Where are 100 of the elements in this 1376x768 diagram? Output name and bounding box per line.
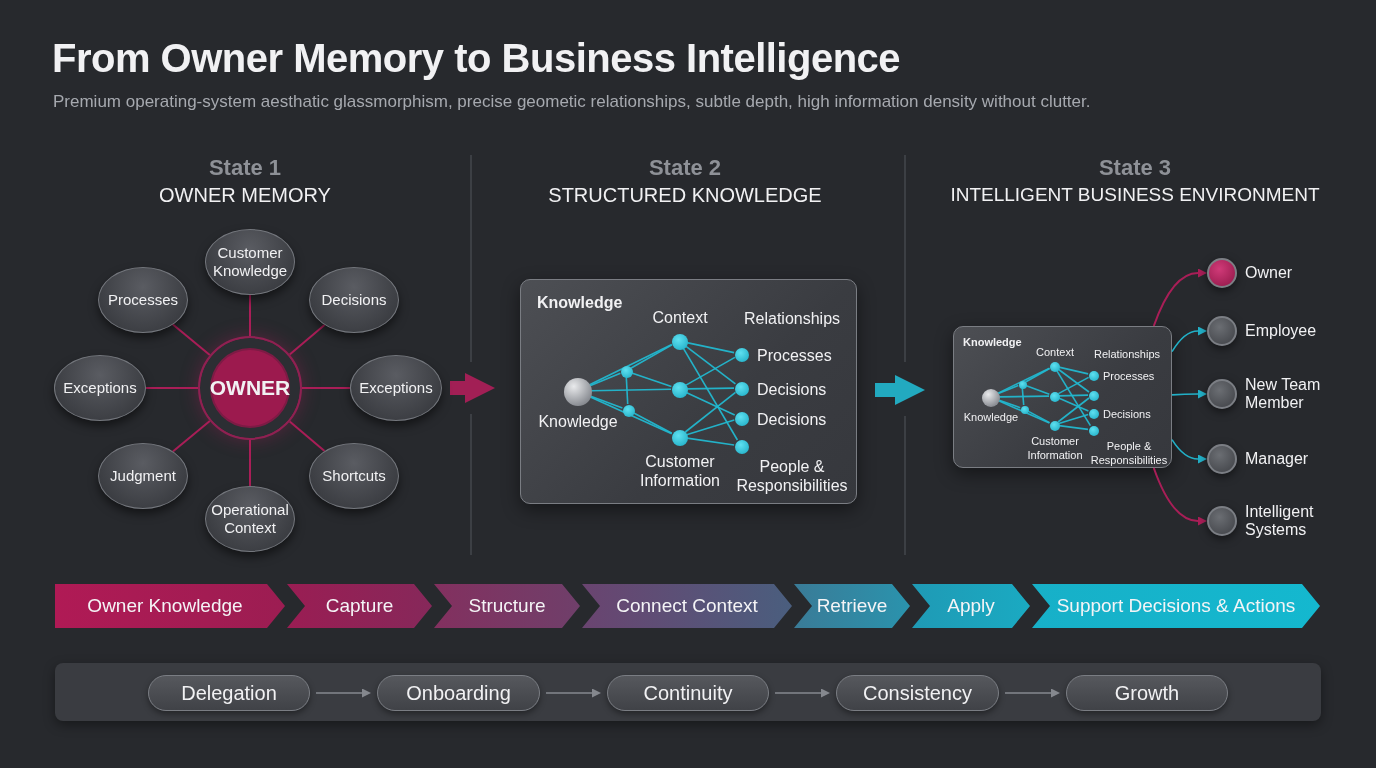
node-label: Processes bbox=[1103, 369, 1155, 383]
outcome-pill: Growth bbox=[1066, 675, 1228, 711]
node-label: People & Responsibilities bbox=[735, 457, 849, 495]
subtitle: Premium operating-system aesthatic glassmorphism, precise geometic relationships, subtle depth, high information density without clutter. bbox=[53, 92, 1091, 112]
node-label: Context bbox=[1036, 345, 1074, 359]
transition-arrow bbox=[875, 375, 925, 405]
connector-line bbox=[1024, 367, 1051, 383]
connector-line bbox=[1057, 376, 1090, 395]
column-heading: Relationships bbox=[743, 310, 841, 328]
node-label: People & Responsibilities bbox=[1089, 439, 1169, 467]
connector-line bbox=[288, 323, 326, 356]
connector-line bbox=[684, 345, 737, 385]
connector-line bbox=[682, 347, 739, 441]
connector-line bbox=[249, 439, 251, 487]
connector-line bbox=[685, 419, 736, 436]
connector-line bbox=[590, 388, 672, 392]
topic-bubble: Shortcuts bbox=[309, 443, 399, 509]
role-label: Manager bbox=[1245, 450, 1310, 468]
arrow bbox=[1004, 688, 1060, 698]
connector-line bbox=[1055, 369, 1092, 427]
connector-line bbox=[997, 384, 1020, 395]
process-step: Apply bbox=[912, 584, 1030, 628]
state-number: State 1 bbox=[207, 155, 283, 181]
connector-line bbox=[1058, 413, 1089, 425]
page-title: From Owner Memory to Business Intelligence bbox=[52, 36, 901, 81]
connector-line bbox=[1021, 387, 1025, 406]
connector-line bbox=[145, 387, 199, 389]
connector-line bbox=[1058, 394, 1089, 397]
owner-circle: OWNER bbox=[198, 336, 302, 440]
connector-line bbox=[997, 399, 1051, 424]
arrow bbox=[1152, 467, 1207, 526]
connector-line bbox=[997, 367, 1051, 394]
connector-line bbox=[998, 395, 1050, 398]
topic-bubble: Exceptions bbox=[54, 355, 146, 421]
node-label: Decisions bbox=[1103, 407, 1151, 421]
connector-line bbox=[630, 372, 673, 388]
arrow bbox=[545, 688, 601, 698]
connector-line bbox=[288, 420, 326, 453]
card-title: Knowledge bbox=[963, 336, 1022, 348]
state-number: State 2 bbox=[647, 155, 723, 181]
role-label: Owner bbox=[1245, 264, 1294, 282]
network-node bbox=[672, 382, 688, 398]
connector-line bbox=[249, 294, 251, 337]
connector-line bbox=[1026, 410, 1051, 424]
process-step: Connect Context bbox=[582, 584, 792, 628]
process-step: Structure bbox=[434, 584, 580, 628]
connector-line bbox=[684, 391, 737, 433]
node-label: Decisions bbox=[757, 409, 827, 429]
card-title: Knowledge bbox=[537, 294, 623, 312]
process-step: Owner Knowledge bbox=[55, 584, 285, 628]
topic-bubble: Decisions bbox=[309, 267, 399, 333]
network-node bbox=[1089, 391, 1099, 401]
connector-line bbox=[686, 387, 735, 390]
connector-line bbox=[632, 412, 673, 435]
node-label: Processes bbox=[757, 345, 832, 365]
network-node bbox=[1021, 406, 1029, 414]
topic-bubble: Judgment bbox=[98, 443, 188, 509]
outcome-pill: Onboarding bbox=[377, 675, 540, 711]
connector-line bbox=[686, 437, 735, 446]
arrow bbox=[1152, 268, 1207, 327]
outcome-bar bbox=[55, 663, 1321, 721]
outcome-pill: Continuity bbox=[607, 675, 769, 711]
node-label: Decisions bbox=[757, 379, 827, 399]
connector-line bbox=[588, 343, 673, 386]
network-node bbox=[621, 366, 633, 378]
transition-arrow bbox=[450, 373, 495, 403]
knowledge-card bbox=[953, 326, 1172, 468]
process-step: Capture bbox=[287, 584, 432, 628]
connector-line bbox=[685, 391, 736, 416]
connector-line bbox=[686, 341, 735, 354]
connector-line bbox=[171, 323, 211, 356]
connector-line bbox=[589, 396, 673, 435]
topic-bubble: Exceptions bbox=[350, 355, 442, 421]
connector-line bbox=[1024, 384, 1051, 395]
network-node bbox=[623, 405, 635, 417]
connector-line bbox=[301, 387, 351, 389]
arrow bbox=[1171, 389, 1207, 399]
connector-line bbox=[685, 356, 736, 386]
network-node bbox=[1050, 392, 1060, 402]
state-title: STRUCTURED KNOWLEDGE bbox=[547, 184, 823, 207]
arrow bbox=[1171, 438, 1207, 464]
connector-line bbox=[589, 395, 624, 409]
outcome-pill: Consistency bbox=[836, 675, 999, 711]
topic-bubble: Customer Knowledge bbox=[205, 229, 295, 295]
role-label: New Team Member bbox=[1245, 376, 1322, 412]
node-label: Customer Information bbox=[638, 452, 721, 490]
connector-line bbox=[1057, 397, 1090, 423]
knowledge-card bbox=[520, 279, 857, 504]
column-heading: Relationships bbox=[1094, 348, 1160, 360]
connector-line bbox=[171, 420, 211, 453]
node-label: Knowledge bbox=[537, 412, 619, 431]
node-label: Context bbox=[652, 308, 708, 327]
topic-bubble: Operational Context bbox=[205, 486, 295, 552]
outcome-pill: Delegation bbox=[148, 675, 310, 711]
topic-bubble: Processes bbox=[98, 267, 188, 333]
node-label: Customer Information bbox=[1026, 434, 1084, 462]
network-node bbox=[1019, 381, 1027, 389]
connector-line bbox=[1058, 366, 1089, 375]
connector-line bbox=[589, 372, 622, 387]
connector-line bbox=[625, 376, 629, 405]
